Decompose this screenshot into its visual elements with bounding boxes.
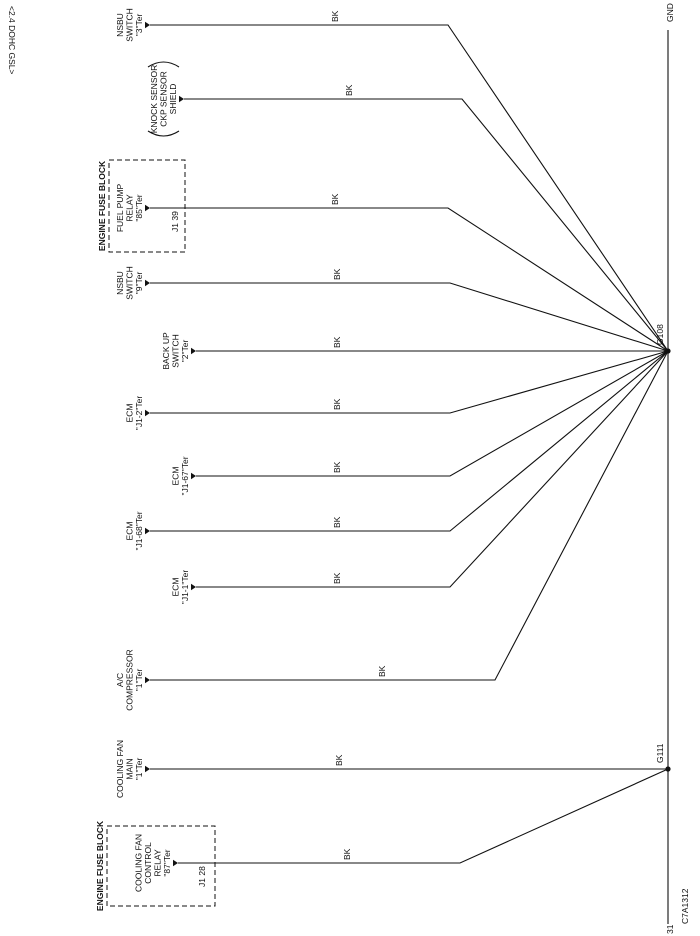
component-label: CKP SENSOR bbox=[159, 71, 169, 127]
wire-color-label: BK bbox=[332, 572, 342, 584]
wire-color-label: BK bbox=[330, 10, 340, 22]
wire-color-label: BK bbox=[332, 516, 342, 528]
wire-color-label: BK bbox=[332, 461, 342, 473]
component-label: "J1-67"Ter bbox=[180, 456, 190, 495]
connector-6: BK ECM"J1-2"Ter bbox=[125, 350, 669, 431]
wire-color-label: BK bbox=[332, 268, 342, 280]
wire bbox=[196, 350, 669, 588]
terminal-arrow-icon bbox=[145, 204, 150, 212]
wire bbox=[150, 282, 669, 352]
component-label: "J1-68"Ter bbox=[134, 511, 144, 550]
component-label: "J1-1"Ter bbox=[180, 570, 190, 605]
fuse-block-box bbox=[106, 825, 216, 907]
component-label: NSBU bbox=[115, 13, 125, 37]
component-label: SHIELD bbox=[168, 84, 178, 115]
wire-color-label: BK bbox=[342, 848, 352, 860]
component-label: FUEL PUMP bbox=[115, 184, 125, 233]
fuse-block-header: ENGINE FUSE BLOCK bbox=[97, 160, 107, 251]
wire-color-label: BK bbox=[332, 336, 342, 348]
terminal-arrow-icon bbox=[145, 279, 150, 287]
pin-label: J1 28 bbox=[197, 866, 207, 887]
component-label: RELAY bbox=[153, 849, 163, 877]
component-label: "9"Ter bbox=[134, 272, 144, 295]
component-label: KNOCK SENSOR bbox=[149, 65, 159, 134]
component-label: ECM bbox=[171, 467, 181, 486]
terminal-arrow-icon bbox=[173, 859, 178, 867]
component-label: "2"Ter bbox=[180, 340, 190, 363]
component-label: "3"Ter bbox=[134, 14, 144, 37]
terminal-arrow-icon bbox=[145, 676, 150, 684]
terminal-arrow-icon bbox=[191, 583, 196, 591]
wire bbox=[150, 350, 669, 414]
terminal-arrow-icon bbox=[191, 347, 196, 355]
bracket-open bbox=[147, 130, 180, 137]
component-label: CONTROL bbox=[143, 842, 153, 884]
fuse-block-box bbox=[108, 159, 186, 253]
terminal-arrow-icon bbox=[145, 527, 150, 535]
terminal-arrow-icon bbox=[145, 21, 150, 29]
wire bbox=[184, 98, 669, 352]
component-label: SWITCH bbox=[125, 8, 135, 42]
component-label: COMPRESSOR bbox=[125, 649, 135, 710]
wire bbox=[150, 24, 669, 352]
wire bbox=[178, 768, 669, 864]
component-label: ECM bbox=[125, 522, 135, 541]
pin-label: J1 39 bbox=[170, 211, 180, 232]
page-number: 31 bbox=[665, 924, 675, 934]
component-label: NSBU bbox=[115, 271, 125, 295]
ground-label: GND bbox=[665, 3, 675, 22]
ground-label-g111: G111 bbox=[655, 743, 665, 763]
component-label: A/C bbox=[115, 673, 125, 687]
component-label: "87"Ter bbox=[162, 849, 172, 876]
connector-7: BK ECM"J1-67"Ter bbox=[171, 350, 669, 496]
component-label: "J1-2"Ter bbox=[134, 396, 144, 431]
wire bbox=[150, 350, 669, 681]
component-label: COOLING FAN bbox=[134, 834, 144, 892]
component-label: "1"Ter bbox=[134, 758, 144, 781]
terminal-arrow-icon bbox=[145, 765, 150, 773]
component-label: BACK UP bbox=[161, 332, 171, 370]
engine-variant-label: <2.4 DOHC GSL> bbox=[7, 6, 17, 75]
terminal-arrow-icon bbox=[179, 95, 184, 103]
diagram-code: C7A1312 bbox=[680, 888, 690, 924]
fuse-block-header: ENGINE FUSE BLOCK bbox=[95, 820, 105, 911]
component-label: ECM bbox=[125, 404, 135, 423]
wire-color-label: BK bbox=[344, 84, 354, 96]
component-label: SWITCH bbox=[125, 266, 135, 300]
component-label: ECM bbox=[171, 578, 181, 597]
ground-label-g108: G108 bbox=[655, 324, 665, 345]
component-label: "85"Ter bbox=[134, 194, 144, 221]
component-label: RELAY bbox=[125, 194, 135, 222]
component-label: COOLING FAN bbox=[115, 740, 125, 798]
component-label: "1"Ter bbox=[134, 669, 144, 692]
component-label: SWITCH bbox=[171, 334, 181, 368]
bracket-close bbox=[147, 61, 180, 68]
terminal-arrow-icon bbox=[145, 409, 150, 417]
component-label: MAIN bbox=[125, 758, 135, 779]
wire-color-label: BK bbox=[334, 754, 344, 766]
wire-color-label: BK bbox=[377, 665, 387, 677]
wire-color-label: BK bbox=[330, 193, 340, 205]
terminal-arrow-icon bbox=[191, 472, 196, 480]
wire-color-label: BK bbox=[332, 398, 342, 410]
wire bbox=[196, 350, 669, 477]
wire bbox=[150, 350, 669, 532]
wire bbox=[150, 207, 669, 352]
